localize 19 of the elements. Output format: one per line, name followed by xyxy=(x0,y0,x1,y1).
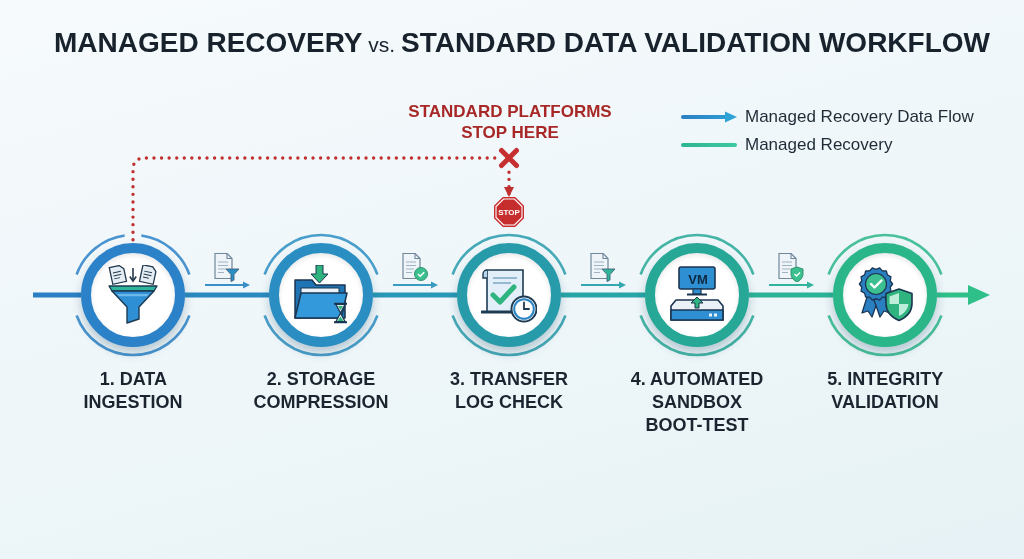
flow-line xyxy=(33,292,81,298)
callout-text: STANDARD PLATFORMS STOP HERE xyxy=(407,101,613,143)
legend-text: Managed Recovery Data Flow xyxy=(745,107,974,127)
step-label: 3. TRANSFER LOG CHECK xyxy=(449,368,569,414)
screen-text: VM xyxy=(688,273,708,287)
title: MANAGED RECOVERY vs. STANDARD DATA VALIDATION WORKFLOW xyxy=(54,26,990,60)
stop-sign xyxy=(494,197,524,227)
step-label: 2. STORAGE COMPRESSION xyxy=(252,368,390,414)
step-label: 1. DATA INGESTION xyxy=(82,368,184,414)
flow-line xyxy=(373,292,457,298)
step-label: 4. AUTOMATED SANDBOX BOOT-TEST xyxy=(629,368,765,437)
cross-mark xyxy=(498,147,520,169)
step-label: 5. INTEGRITY VALIDATION xyxy=(826,368,944,414)
sign-text: STOP xyxy=(498,207,520,217)
legend-text: Managed Recovery xyxy=(745,135,893,155)
flow-arrow xyxy=(937,285,990,305)
flow-line xyxy=(561,292,645,298)
flow-line xyxy=(185,292,269,298)
flow-line xyxy=(749,292,833,298)
